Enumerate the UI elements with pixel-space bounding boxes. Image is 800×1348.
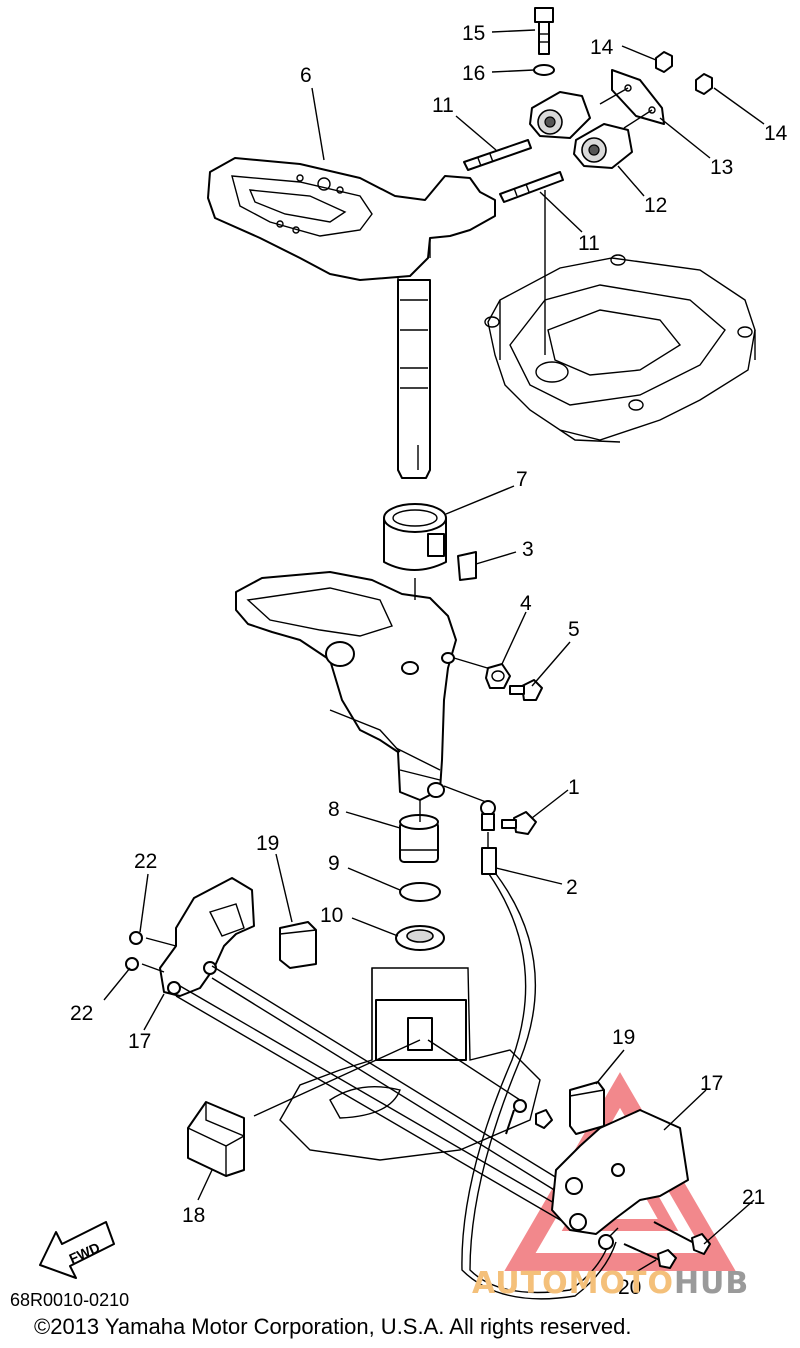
steering-bracket xyxy=(207,157,496,290)
watermark-part2: HUB xyxy=(673,1266,750,1301)
callout-19b: 19 xyxy=(612,1026,635,1049)
callout-17b: 17 xyxy=(700,1072,723,1095)
copyright-notice: ©2013 Yamaha Motor Corporation, U.S.A. A… xyxy=(34,1314,632,1339)
nuts-14 xyxy=(655,51,713,95)
clamp-bracket-left xyxy=(125,877,255,997)
callout-13: 13 xyxy=(710,156,733,179)
callout-21: 21 xyxy=(742,1186,765,1209)
bushing-8 xyxy=(399,814,439,863)
callout-10: 10 xyxy=(320,904,343,927)
cross-tubes xyxy=(141,937,581,1229)
small-screw xyxy=(427,1039,553,1135)
bolt-15 xyxy=(534,7,554,55)
watermark-text: AUTOMOTOHUB xyxy=(472,1266,749,1301)
lower-case xyxy=(279,967,541,1161)
callout-20: 20 xyxy=(618,1276,641,1299)
steering-shaft xyxy=(397,279,431,479)
clamp-bracket-right xyxy=(551,1109,689,1235)
watermark-part1: AUTOMOTO xyxy=(472,1266,674,1301)
plate-3 xyxy=(457,551,477,581)
callout-15: 15 xyxy=(462,22,485,45)
bushing-7 xyxy=(383,503,447,571)
callout-numbers: 15 16 14 14 13 12 11 11 6 7 3 4 5 1 2 8 … xyxy=(70,22,788,1299)
fwd-arrow: FWD xyxy=(39,1221,115,1279)
callout-5: 5 xyxy=(568,618,580,641)
bottom-cowling xyxy=(484,254,756,443)
swivel-bracket xyxy=(235,571,495,803)
mount-plate xyxy=(599,69,665,129)
callout-18: 18 xyxy=(182,1204,205,1227)
callout-22a: 22 xyxy=(134,850,157,873)
callout-14a: 14 xyxy=(590,36,614,59)
callout-6: 6 xyxy=(300,64,312,87)
washer-16 xyxy=(533,64,555,76)
bolt-5 xyxy=(509,679,543,701)
screw-20 xyxy=(598,1227,677,1269)
stud-bolts xyxy=(463,139,564,203)
stopper-block-18 xyxy=(187,1101,245,1177)
catalog-code: 68R0010-0210 xyxy=(10,1290,130,1310)
callout-9: 9 xyxy=(328,852,340,875)
callout-17a: 17 xyxy=(128,1030,151,1053)
pad-19-left xyxy=(279,921,317,969)
callout-14b: 14 xyxy=(764,122,788,145)
callout-22b: 22 xyxy=(70,1002,93,1025)
callout-11b: 11 xyxy=(578,232,600,255)
bolt-21 xyxy=(653,1221,711,1255)
callout-11a: 11 xyxy=(432,94,454,117)
upper-mounts xyxy=(529,91,633,169)
callout-2: 2 xyxy=(566,876,578,899)
bushing-4 xyxy=(485,663,511,689)
pad-19-right xyxy=(569,1081,605,1135)
callout-16: 16 xyxy=(462,62,485,85)
seal-10 xyxy=(395,925,445,951)
callout-1: 1 xyxy=(568,776,580,799)
ground-lead xyxy=(461,800,617,1300)
callout-19a: 19 xyxy=(256,832,279,855)
callout-leaders xyxy=(103,29,765,1273)
callout-12: 12 xyxy=(644,194,667,217)
callout-8: 8 xyxy=(328,798,340,821)
callout-4: 4 xyxy=(520,592,532,615)
o-ring-9 xyxy=(399,882,441,902)
callout-3: 3 xyxy=(522,538,534,561)
callout-7: 7 xyxy=(516,468,528,491)
